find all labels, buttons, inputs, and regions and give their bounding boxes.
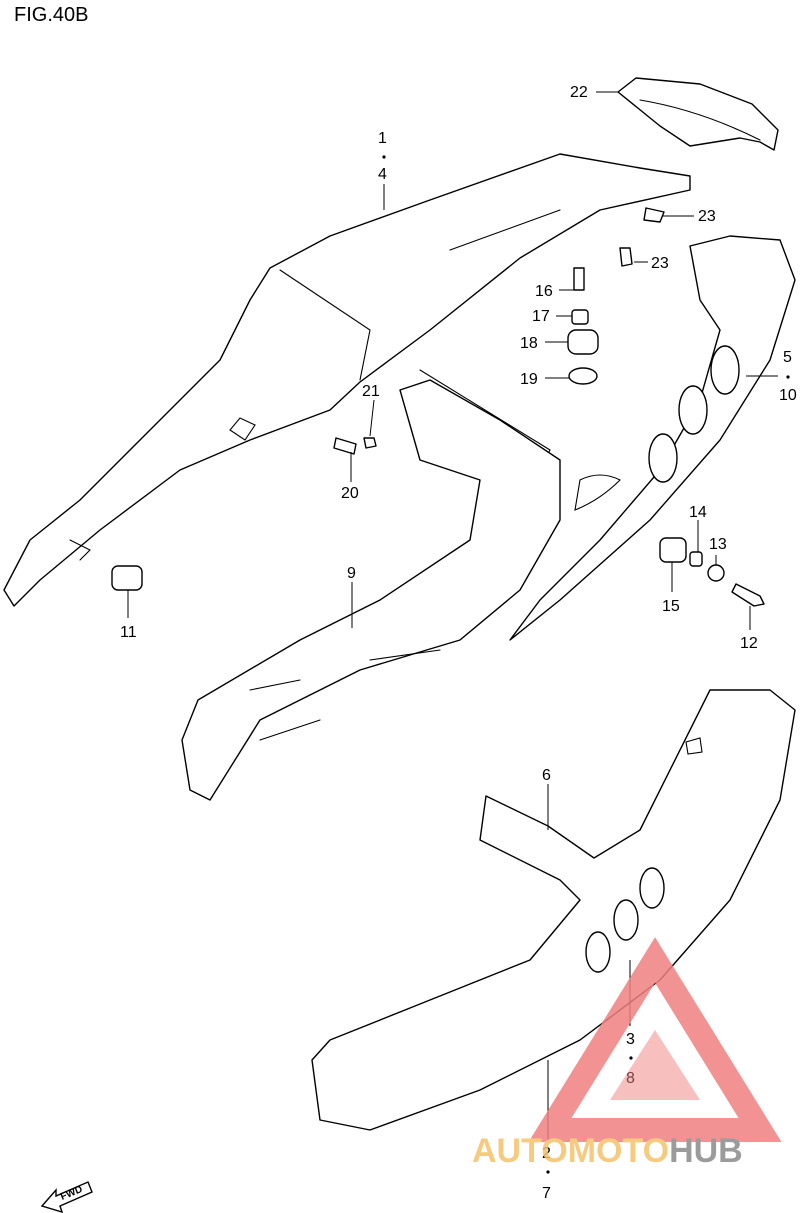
callout-9: 9 — [347, 565, 356, 582]
callout-6: 6 — [542, 767, 551, 784]
forward-arrow-icon: FWD — [40, 1181, 93, 1213]
callout-13: 13 — [709, 536, 727, 553]
callout-16: 16 — [535, 283, 553, 300]
side-cover-lower-part — [311, 689, 796, 1131]
screw-20 — [333, 437, 357, 455]
watermark-text-part1: AUTOMOTO — [472, 1132, 669, 1170]
callout-2: 2 — [542, 1145, 551, 1162]
collar-14 — [689, 551, 703, 567]
screw-23-lower — [619, 247, 633, 267]
screw-16 — [573, 267, 585, 291]
watermark-text-part2: HUB — [669, 1132, 743, 1170]
frame-cover-main-part — [3, 153, 691, 607]
collar-17 — [571, 309, 589, 325]
side-lens-middle — [613, 899, 639, 941]
callout-17: 17 — [532, 308, 550, 325]
figure-title: FIG.40B — [14, 4, 89, 26]
callout-23-upper: 23 — [698, 208, 716, 225]
bolt-12 — [731, 583, 765, 607]
washer-13 — [707, 564, 725, 582]
grommet-15 — [659, 537, 687, 563]
callout-22: 22 — [570, 84, 588, 101]
callout-18: 18 — [520, 335, 538, 352]
callout-dot-1-4 — [382, 155, 386, 159]
nut-21 — [363, 437, 377, 449]
callout-dot-3-8 — [629, 1056, 633, 1060]
svg-text:AUTOMOTOHUB: AUTOMOTOHUB — [472, 1132, 743, 1170]
washer-19 — [568, 367, 598, 385]
callout-dot-2-7 — [546, 1170, 550, 1174]
callout-4: 4 — [378, 166, 387, 183]
callout-5: 5 — [783, 349, 792, 366]
callout-3: 3 — [626, 1031, 635, 1048]
side-lens-upper — [639, 867, 665, 909]
callout-21: 21 — [362, 383, 380, 400]
callout-7: 7 — [542, 1185, 551, 1202]
automotohub-watermark-logo: AUTOMOTOHUB — [472, 937, 782, 1170]
callout-12: 12 — [740, 635, 758, 652]
callout-1: 1 — [378, 130, 387, 147]
frame-cover-right-part — [509, 235, 796, 641]
leader-21 — [369, 399, 375, 437]
callout-dot-5-10 — [786, 375, 790, 379]
tail-lens-upper — [710, 345, 740, 395]
callout-19: 19 — [520, 371, 538, 388]
callout-15: 15 — [662, 598, 680, 615]
callout-10: 10 — [779, 387, 797, 404]
callout-20: 20 — [341, 485, 359, 502]
rubber-grommet-11 — [111, 565, 143, 591]
tail-lens-middle — [678, 385, 708, 435]
screw-23-upper — [643, 207, 665, 223]
cushion-18 — [567, 329, 599, 355]
callout-23-lower: 23 — [651, 255, 669, 272]
callout-14: 14 — [689, 504, 707, 521]
rear-undertray-part — [181, 379, 561, 801]
callout-11: 11 — [120, 624, 137, 641]
side-lens-lower — [585, 931, 611, 973]
tail-lens-lower — [648, 433, 678, 483]
